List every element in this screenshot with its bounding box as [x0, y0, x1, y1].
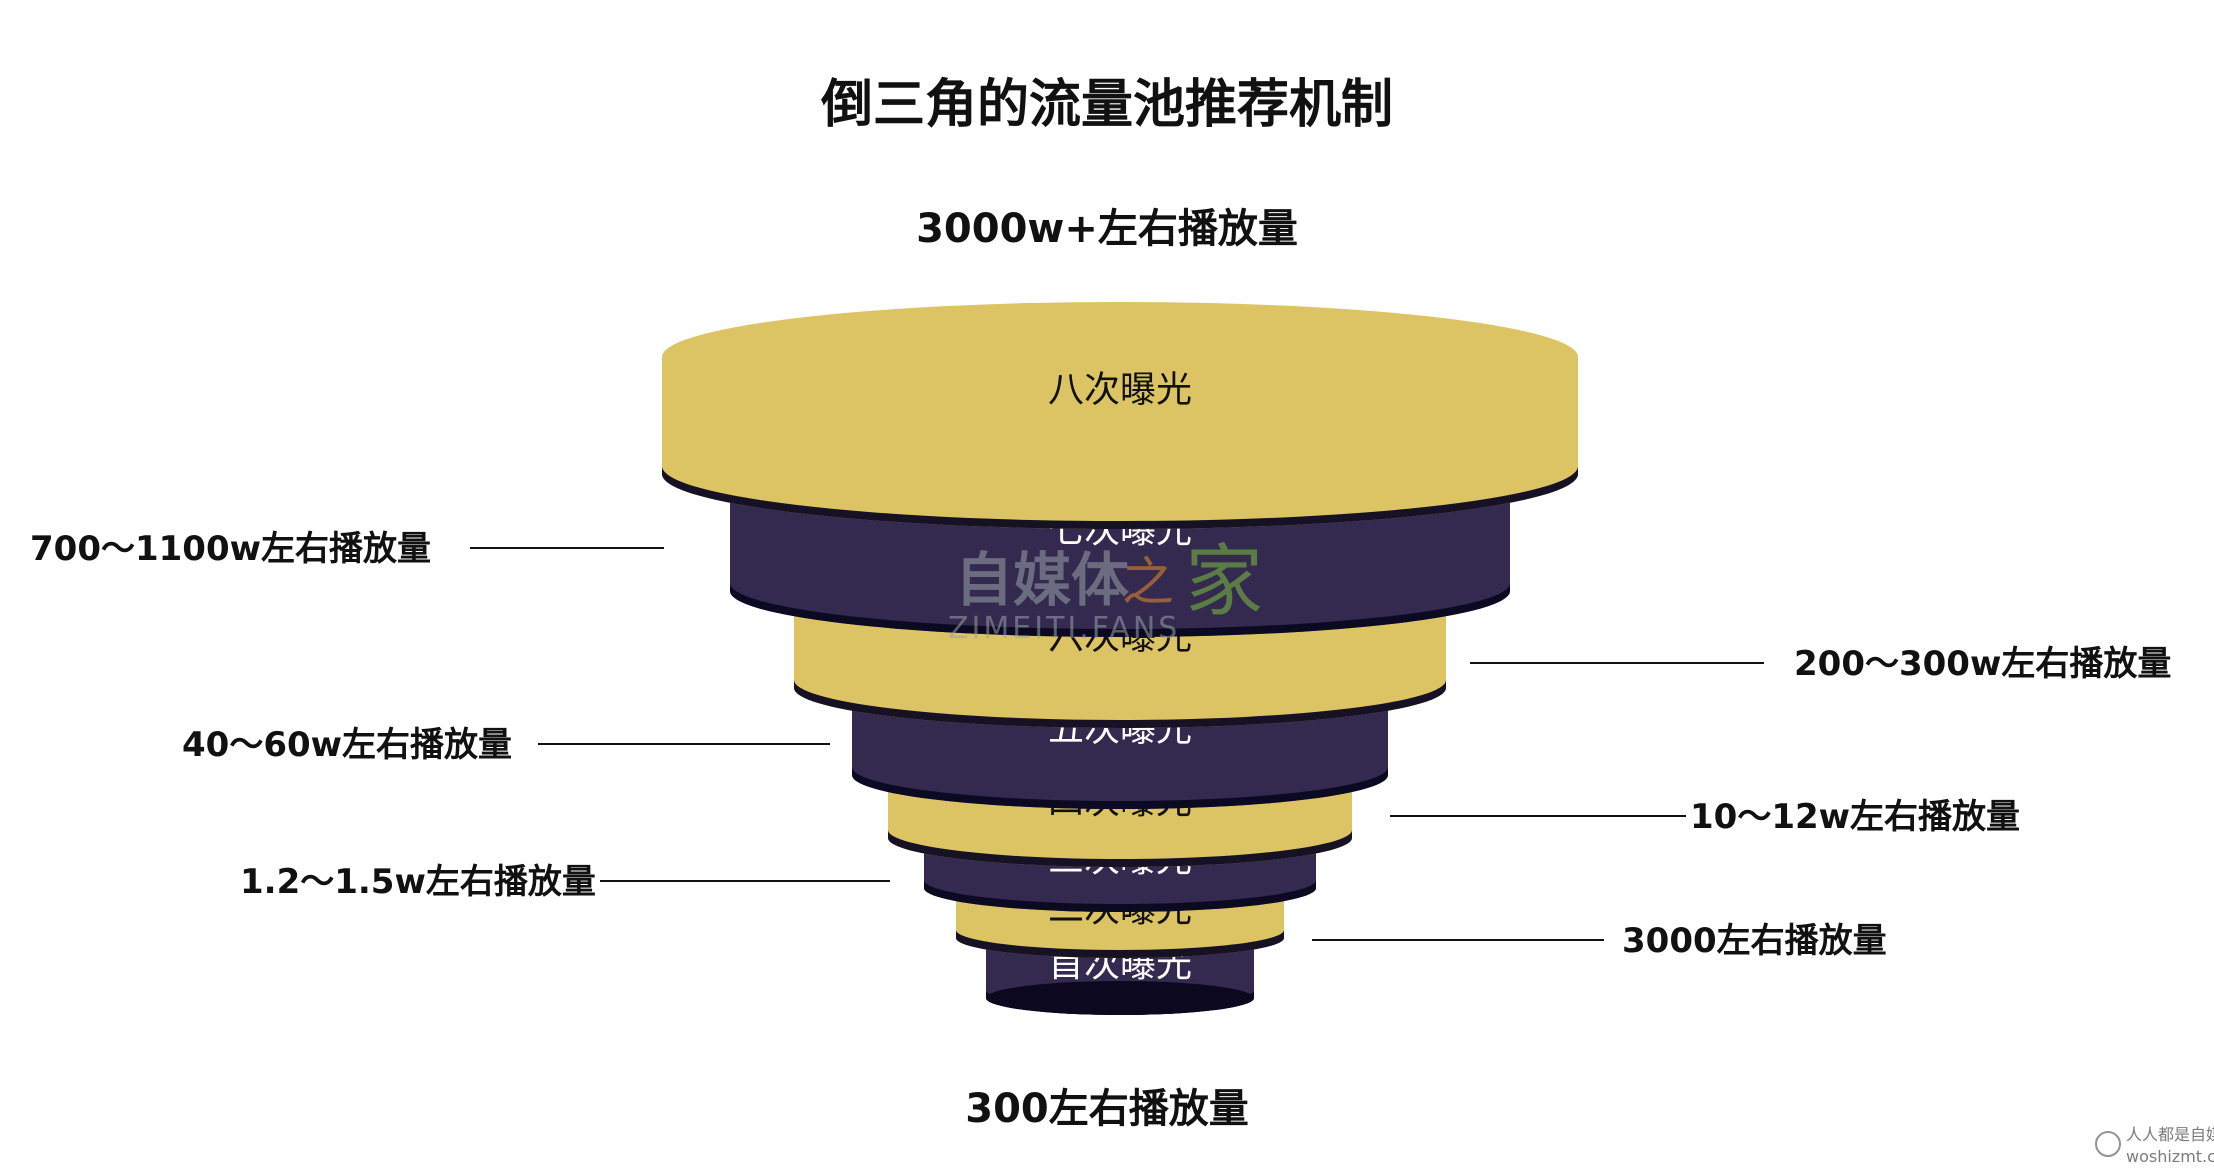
- traffic-annotation: 3000左右播放量: [1312, 921, 1887, 961]
- traffic-annotation: 200～300w左右播放量: [1470, 644, 2171, 684]
- tier-shadow: [730, 583, 1510, 637]
- tier-label: 八次曝光: [1048, 370, 1192, 411]
- traffic-annotation: 10～12w左右播放量: [1390, 797, 2020, 837]
- annotation-text: 10～12w左右播放量: [1690, 797, 2020, 837]
- watermark-cn-mid: 之: [1122, 553, 1174, 613]
- watermark-cn-accent: 家: [1185, 537, 1263, 627]
- annotation-text: 200～300w左右播放量: [1794, 644, 2171, 684]
- microphone-icon: [2095, 1131, 2121, 1157]
- corner-watermark-en: woshizmt.cn: [2126, 1147, 2214, 1166]
- watermark: 自媒体之家ZIMEITI.FANS: [948, 537, 1263, 646]
- annotation-text: 1.2～1.5w左右播放量: [240, 862, 596, 902]
- traffic-annotation: 1.2～1.5w左右播放量: [240, 862, 890, 902]
- tier-shadow: [924, 880, 1316, 912]
- funnel-tip: [986, 981, 1254, 1015]
- tier-shadow: [956, 930, 1284, 958]
- watermark-en: ZIMEITI.FANS: [948, 611, 1180, 646]
- traffic-annotation: 40～60w左右播放量: [182, 725, 830, 765]
- annotation-text: 700～1100w左右播放量: [30, 529, 431, 569]
- tier-1: 八次曝光: [662, 302, 1578, 529]
- traffic-annotation: 700～1100w左右播放量: [30, 529, 664, 569]
- annotation-text: 40～60w左右播放量: [182, 725, 512, 765]
- watermark-cn: 自媒体: [955, 546, 1129, 614]
- tier-shadow: [794, 680, 1446, 728]
- bottom-traffic-label: 300左右播放量: [965, 1086, 1249, 1132]
- tier-shadow: [852, 767, 1388, 809]
- annotation-text: 3000左右播放量: [1622, 921, 1887, 961]
- diagram-title: 倒三角的流量池推荐机制: [820, 75, 1393, 135]
- tier-shadow: [888, 830, 1352, 867]
- corner-watermark-cn: 人人都是自媒体: [2126, 1125, 2214, 1144]
- corner-watermark: 人人都是自媒体 woshizmt.cn: [2095, 1125, 2214, 1166]
- tier-top-face: [662, 302, 1578, 412]
- top-traffic-label: 3000w+左右播放量: [916, 206, 1298, 252]
